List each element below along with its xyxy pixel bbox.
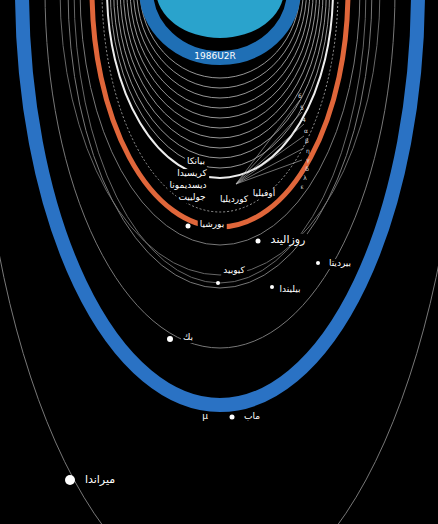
ring-name: α [302, 128, 310, 135]
thin-ring [117, 0, 323, 148]
ring-name: β [303, 138, 311, 145]
ring-name: η [304, 148, 312, 155]
main-rings [107, 0, 333, 178]
ring-name: λ [301, 175, 309, 182]
ring-name: γ [304, 157, 312, 164]
moons [65, 224, 320, 486]
perdita-orbit [60, 0, 380, 275]
thin-ring [140, 0, 300, 78]
thin-ring [130, 0, 310, 108]
dotted-orbit [102, 0, 338, 212]
leader-lines [236, 100, 304, 184]
puck-orbit [45, 0, 395, 348]
thin-ring [114, 0, 327, 158]
thin-ring [137, 0, 304, 88]
planet [156, 0, 284, 38]
thin-ring [110, 0, 329, 168]
ring-name: 6 [296, 93, 304, 100]
ring-name: δ [303, 166, 311, 173]
belinda-orbit [68, 0, 372, 288]
nu-ring [92, 0, 348, 227]
moon-name: بورشيا [198, 220, 227, 230]
moon-name: ديسديمونا [168, 181, 209, 191]
moon-name: بيليندا [278, 285, 303, 295]
ring-name: 4 [300, 117, 308, 124]
thin-ring [107, 0, 333, 178]
ring-name: 1986U2R [192, 52, 237, 62]
moon-name: جولييت [176, 193, 207, 203]
cupid-orbit [74, 0, 366, 283]
moon-name: روزاليند [269, 234, 308, 246]
rosalind-orbit [80, 0, 360, 245]
moon-name: ميراندا [83, 474, 117, 486]
ring-name: 5 [298, 105, 306, 112]
zeta-ring [146, 0, 294, 58]
thin-ring [127, 0, 313, 118]
ring-name: μ [200, 412, 210, 422]
moon-name: كريسيدا [175, 169, 209, 179]
moon-name: ماب [242, 412, 262, 422]
moon-name: أوفيليا [251, 189, 277, 199]
mu-ring [22, 0, 418, 405]
moon-name: كورديليا [218, 195, 250, 205]
ring-name: ε [298, 184, 305, 191]
moon-name: بيرديتا [327, 259, 353, 269]
moon-name: كيوبيد [221, 266, 247, 276]
moon-name: بيانكا [185, 157, 207, 167]
thin-ring [133, 0, 306, 98]
moon-name: بك [181, 333, 195, 343]
